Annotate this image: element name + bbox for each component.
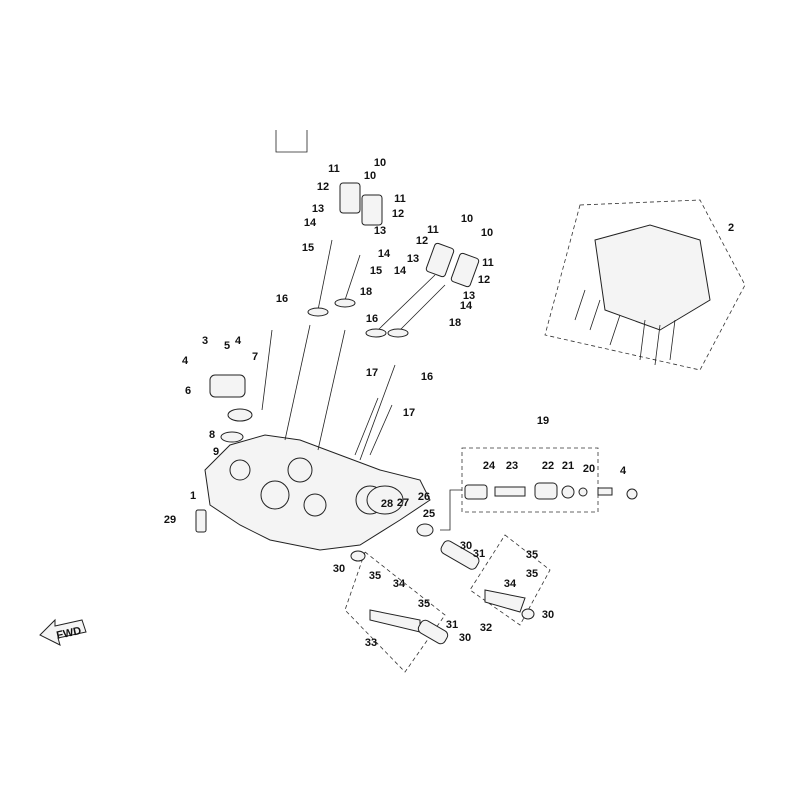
callout-35: 35 [418, 598, 430, 610]
callout-34: 34 [393, 578, 406, 590]
callout-7: 7 [252, 351, 258, 363]
callout-3: 3 [202, 335, 208, 347]
callout-29: 29 [164, 514, 176, 526]
callout-13: 13 [463, 290, 475, 302]
valves [307, 239, 446, 338]
callout-31: 31 [446, 619, 458, 631]
callout-16: 16 [421, 371, 433, 383]
rocker-arm-groups [344, 534, 551, 673]
callout-31: 31 [473, 548, 485, 560]
fwd-label: FWD [55, 625, 82, 642]
seal-28 [366, 485, 404, 515]
callout-10: 10 [461, 213, 473, 225]
corner-mark [275, 130, 308, 153]
callout-17: 17 [366, 367, 378, 379]
callout-35: 35 [369, 570, 381, 582]
callout-34: 34 [504, 578, 517, 590]
callout-18: 18 [360, 286, 372, 298]
callout-30: 30 [542, 609, 554, 621]
o-ring-25 [416, 523, 434, 537]
callout-30: 30 [459, 632, 471, 644]
callout-13: 13 [374, 225, 386, 237]
callout-27: 27 [397, 497, 409, 509]
callout-13: 13 [407, 253, 419, 265]
callout-32: 32 [480, 622, 492, 634]
callout-35: 35 [526, 549, 538, 561]
callout-25: 25 [423, 508, 435, 520]
callout-11: 11 [328, 163, 340, 175]
callout-30: 30 [460, 540, 472, 552]
temperature-sensor [195, 509, 207, 533]
callout-9: 9 [213, 446, 219, 458]
callout-4: 4 [620, 465, 627, 477]
callout-12: 12 [317, 181, 329, 193]
callout-14: 14 [460, 300, 473, 312]
thermostat-housing [209, 374, 253, 443]
callout-1: 1 [190, 490, 196, 502]
callout-4: 4 [182, 355, 189, 367]
callout-10: 10 [364, 170, 376, 182]
callout-11: 11 [394, 193, 406, 205]
callout-5: 5 [224, 340, 230, 352]
callout-17: 17 [403, 407, 415, 419]
callout-15: 15 [370, 265, 382, 277]
assembled-head-inset [544, 199, 746, 371]
callout-23: 23 [506, 460, 518, 472]
callout-19: 19 [537, 415, 549, 427]
callout-14: 14 [304, 217, 317, 229]
callout-2: 2 [728, 222, 734, 234]
callout-10: 10 [374, 157, 386, 169]
valve-springs [339, 182, 480, 288]
callout-16: 16 [366, 313, 378, 325]
callout-26: 26 [418, 491, 430, 503]
callout-12: 12 [416, 235, 428, 247]
callout-4: 4 [235, 335, 242, 347]
callout-20: 20 [583, 463, 595, 475]
callout-33: 33 [365, 637, 377, 649]
callout-10: 10 [481, 227, 493, 239]
callout-13: 13 [312, 203, 324, 215]
callout-30: 30 [333, 563, 345, 575]
callout-24: 24 [483, 460, 496, 472]
callout-11: 11 [482, 257, 494, 269]
callout-6: 6 [185, 385, 191, 397]
callout-35: 35 [526, 568, 538, 580]
callout-12: 12 [392, 208, 404, 220]
callout-14: 14 [394, 265, 407, 277]
callout-14: 14 [378, 248, 391, 260]
callout-21: 21 [562, 460, 574, 472]
callout-16: 16 [276, 293, 288, 305]
callout-28: 28 [381, 498, 393, 510]
callout-12: 12 [478, 274, 490, 286]
callout-11: 11 [427, 224, 439, 236]
callout-22: 22 [542, 460, 554, 472]
callout-18: 18 [449, 317, 461, 329]
tensioner-group [440, 447, 638, 531]
cylinder-head [204, 434, 431, 551]
callout-8: 8 [209, 429, 215, 441]
head-bolts [261, 324, 396, 461]
callout-15: 15 [302, 242, 314, 254]
fwd-arrow-icon: FWD [39, 618, 87, 646]
